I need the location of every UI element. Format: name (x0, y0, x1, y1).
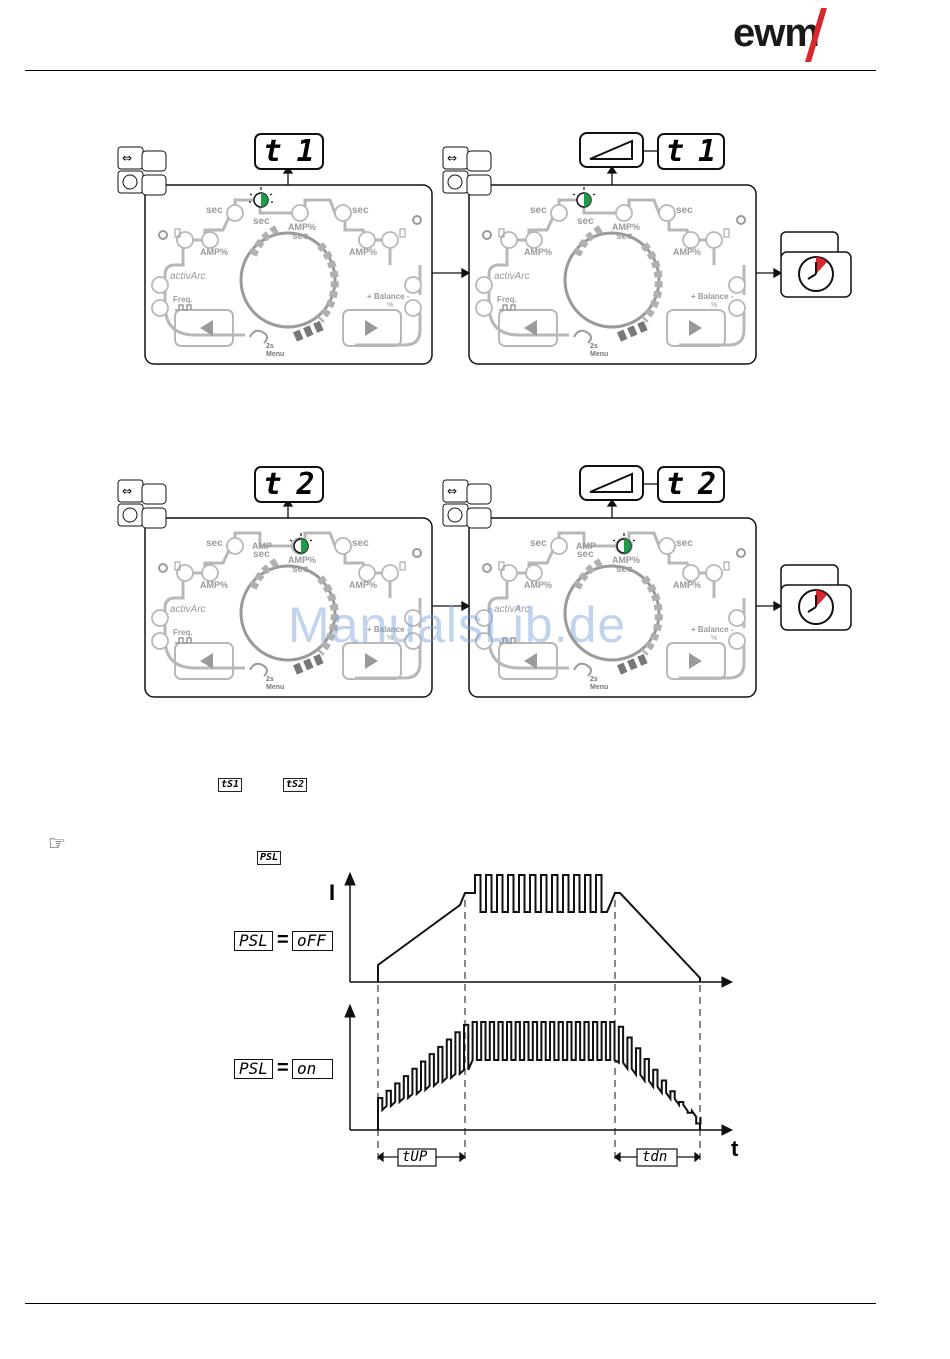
psl-on-label-right: on (292, 1059, 333, 1079)
led-row1-right (572, 187, 596, 208)
display-char: 2 (296, 466, 315, 502)
psl-off-label-right: oFF (292, 931, 333, 951)
clock-icon-row1 (780, 231, 852, 298)
svg-text:⇔: ⇔ (122, 484, 132, 498)
logo-slash (805, 8, 827, 62)
display-row1-left: t 1 (254, 133, 324, 170)
panels-figure: ⇔ ⇔ ⇔ ⇔ (117, 132, 852, 698)
psl-off-equals: = (277, 929, 289, 951)
ramp-display-row1 (579, 132, 644, 168)
svg-text:⇔: ⇔ (447, 151, 457, 165)
x-axis-label: t (731, 1136, 739, 1161)
side-controls-row1-left: ⇔ (117, 146, 167, 196)
ewm-logo: ewm (733, 8, 827, 62)
display-char: t (263, 133, 282, 169)
display-row2-right: t 2 (657, 466, 725, 503)
inline-ts1: tS1 (218, 778, 243, 792)
led-row2-right (612, 533, 636, 554)
hand-pointer-icon: ☞ (48, 833, 66, 855)
psl-on-label-left: PSL (234, 1059, 273, 1079)
display-char: 1 (697, 133, 717, 169)
inline-ts2: tS2 (283, 778, 308, 792)
interval-tdn-label: tdn (642, 1149, 668, 1165)
interval-tup-label: tUP (402, 1149, 428, 1165)
inline-psl: PSL (257, 851, 282, 865)
curve-psl-on (377, 1021, 702, 1130)
display-char: t (263, 466, 282, 502)
display-char: t (665, 466, 685, 502)
watermark: ManualsLib.de (288, 597, 627, 653)
ramp-display-row2 (579, 465, 644, 501)
display-row1-right: t 1 (657, 133, 725, 170)
led-row2-left (289, 533, 313, 554)
side-controls-row2-left: ⇔ (117, 479, 167, 529)
curve-psl-off (377, 874, 701, 982)
display-char: 1 (296, 133, 315, 169)
display-char: 2 (697, 466, 717, 502)
display-row2-left: t 2 (254, 466, 324, 503)
footer-rule (25, 1303, 876, 1304)
side-controls-row2-right: ⇔ (442, 479, 492, 529)
svg-text:⇔: ⇔ (447, 484, 457, 498)
psl-on-equals: = (277, 1057, 289, 1079)
led-row1-left (249, 187, 273, 208)
psl-off-label-left: PSL (234, 931, 273, 951)
side-controls-row1-right: ⇔ (442, 146, 492, 196)
clock-icon-row2 (780, 564, 852, 631)
header-rule (25, 70, 876, 71)
display-char: t (665, 133, 685, 169)
y-axis-label: I (329, 880, 336, 905)
brand-text: ewm (733, 11, 819, 55)
svg-text:⇔: ⇔ (122, 151, 132, 165)
